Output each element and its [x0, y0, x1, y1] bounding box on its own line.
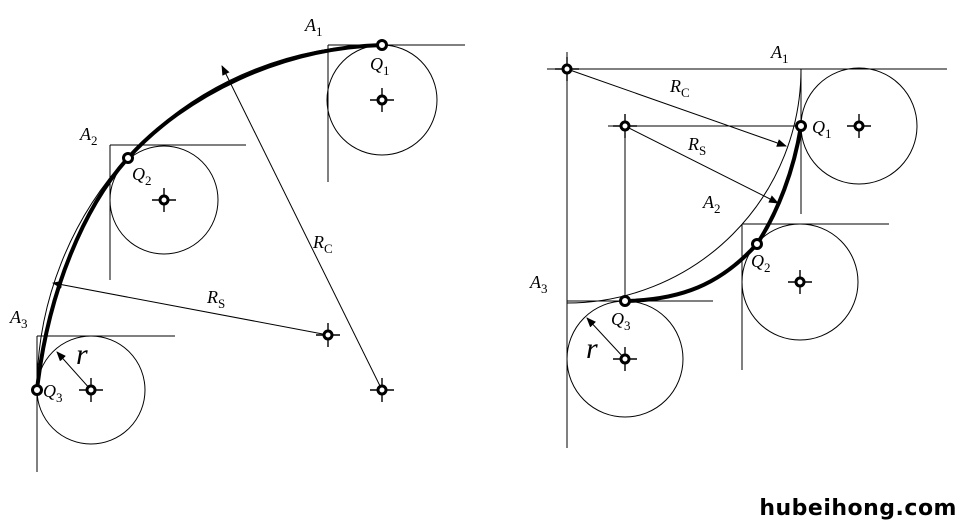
right-point-q3	[619, 295, 631, 307]
left-rc-line	[221, 65, 383, 391]
right-label-a1: A1	[770, 42, 789, 66]
right-label-a2: A2	[702, 192, 721, 216]
left-center-crosses	[79, 88, 394, 402]
left-point-q3	[31, 384, 43, 396]
left-label-a1: A1	[304, 15, 323, 39]
right-label-rc: RC	[669, 76, 690, 100]
left-tool-circle-2	[109, 145, 219, 255]
right-corner-lines	[547, 52, 947, 448]
right-tool-path	[623, 124, 803, 303]
left-label-r: r	[76, 338, 88, 371]
right-arc-rc	[566, 68, 802, 304]
left-diagram: A1 A2 A3 Q1 Q2 Q3 RC RS r	[9, 15, 465, 472]
left-label-a3: A3	[9, 307, 28, 331]
right-diagram: A1 A2 A3 Q1 Q2 Q3 RC RS r	[529, 42, 947, 448]
left-r-line	[56, 351, 92, 391]
left-label-a2: A2	[79, 124, 98, 148]
right-center-crosses	[555, 57, 871, 371]
left-point-q1	[376, 39, 388, 51]
right-label-r: r	[586, 332, 598, 365]
right-r-line	[586, 317, 626, 360]
right-label-a3: A3	[529, 272, 548, 296]
right-label-rs: RS	[687, 134, 706, 158]
left-label-q3: Q3	[43, 381, 63, 405]
left-label-rc: RC	[312, 232, 333, 256]
watermark: hubeihong.com	[759, 496, 957, 521]
right-point-q2	[751, 238, 763, 250]
right-label-q3: Q3	[611, 309, 631, 333]
left-label-q2: Q2	[132, 164, 152, 188]
left-rs-line	[52, 280, 329, 336]
left-label-q1: Q1	[370, 54, 390, 78]
right-tool-circle-2	[741, 223, 859, 341]
right-rc-line	[566, 68, 787, 147]
right-point-q1	[795, 120, 807, 132]
left-point-q2	[122, 152, 134, 164]
left-corner-lines	[36, 44, 465, 472]
right-rs-line	[624, 125, 779, 204]
right-label-q1: Q1	[812, 117, 832, 141]
right-label-q2: Q2	[751, 251, 771, 275]
left-label-rs: RS	[206, 287, 225, 311]
